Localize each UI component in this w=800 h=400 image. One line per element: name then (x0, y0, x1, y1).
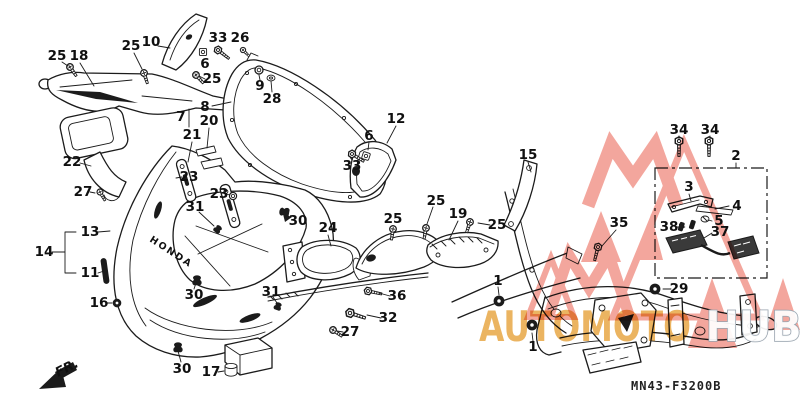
fr-arrow: FR. (39, 356, 81, 389)
leader-lines (51, 45, 737, 373)
arrow-38 (679, 223, 686, 231)
mirror-left-22 (59, 107, 129, 202)
side-cover-12 (349, 140, 397, 198)
mirror-right-24 (282, 239, 371, 283)
svg-text:AUTOMOTO HUB: AUTOMOTO HUB (479, 302, 800, 351)
watermark-triangles (523, 130, 800, 348)
watermark-text-left: AUTOMOTO (479, 302, 691, 351)
top-cover-10 (161, 13, 208, 71)
fastener-glyphs (64, 44, 714, 377)
watermark-text-right: HUB (706, 302, 800, 351)
fr-label: FR. (53, 356, 81, 380)
lower-panels (355, 230, 499, 275)
watermark-text: AUTOMOTO HUB (479, 301, 800, 352)
trim-bars (175, 145, 429, 302)
line-art: HONDA (38, 13, 778, 389)
diagram-code: MN43-F3200B (631, 379, 722, 393)
inner-panel-18 (38, 71, 229, 115)
